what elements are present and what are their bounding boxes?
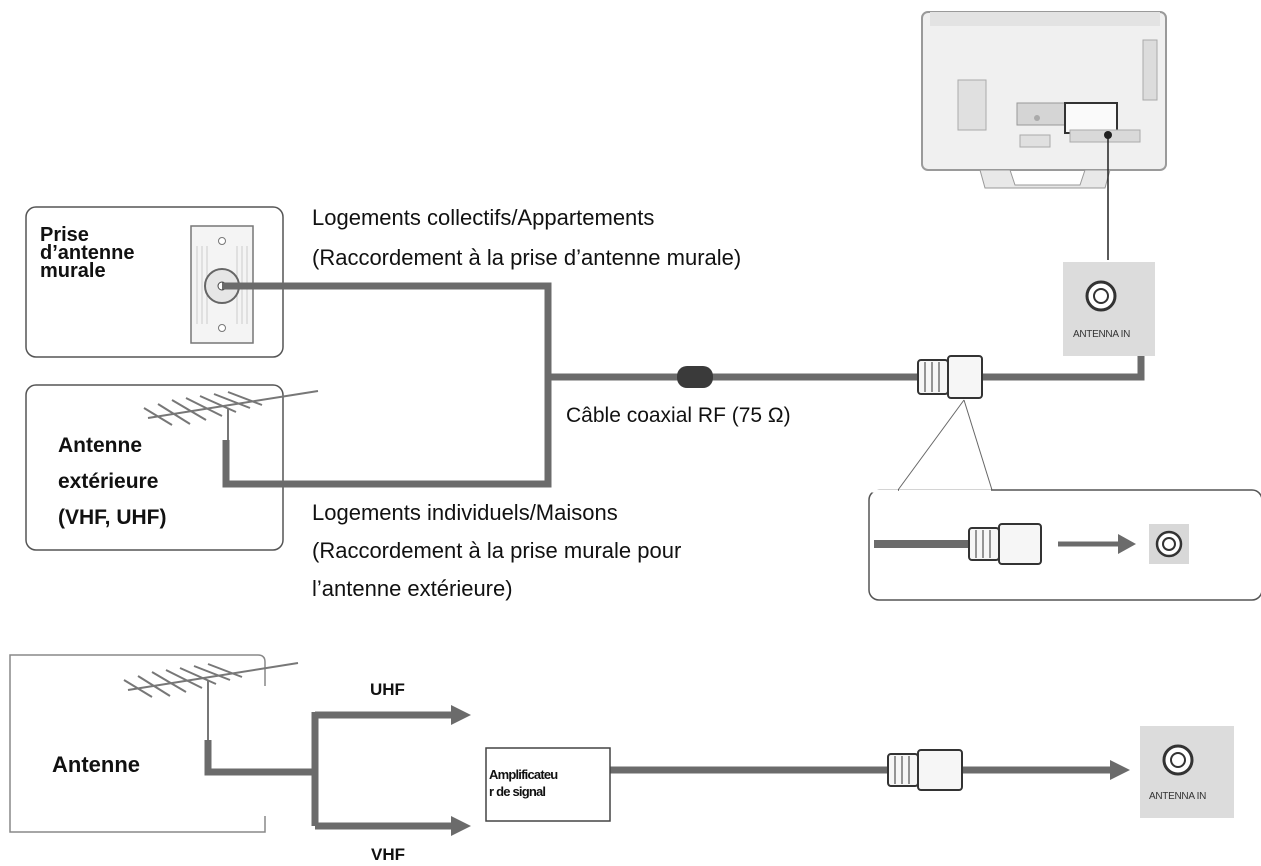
zoom-inset-content	[874, 523, 1189, 565]
tv-rear-view	[921, 11, 1167, 189]
outdoor-antenna-icon	[143, 390, 319, 475]
tv-antenna-port-area	[1064, 102, 1118, 134]
coax-plug-bottom	[887, 749, 963, 791]
signal-amplifier-box	[485, 747, 611, 822]
amplifier-label-line2: r de signal	[489, 784, 546, 799]
collective-caption: Logements collectifs/Appartements (Racco…	[312, 203, 741, 273]
uhf-arrow	[451, 705, 471, 725]
antenna-in-port-top	[1063, 262, 1155, 356]
antenna-in-label-top: ANTENNA IN	[1073, 329, 1131, 340]
uhf-label: UHF	[370, 680, 405, 699]
wall-socket-label-line1: Prise	[40, 224, 89, 246]
amp-antenna-label: Antenne	[52, 752, 140, 777]
outdoor-antenna-label: Antenne extérieure (VHF, UHF)	[58, 428, 167, 536]
antenna-icon-bottom	[123, 662, 299, 745]
antenna-box-bottom	[9, 654, 266, 833]
collective-caption-line1: Logements collectifs/Appartements	[312, 205, 655, 230]
wall-socket-label-line3: murale	[40, 260, 106, 282]
outdoor-antenna-label-line3: (VHF, UHF)	[58, 506, 167, 529]
vhf-label: VHF	[371, 845, 405, 864]
wall-socket-label-line2: d’antenne	[40, 242, 135, 264]
output-arrow	[1110, 760, 1130, 780]
amplifier-label: Amplificateu r de signal	[489, 766, 558, 800]
individual-caption-line2: (Raccordement à la prise murale pour	[312, 538, 682, 563]
individual-caption: Logements individuels/Maisons (Raccordem…	[312, 498, 681, 604]
outdoor-antenna-label-line2: extérieure	[58, 470, 159, 493]
antenna-in-port-bottom	[1140, 726, 1234, 818]
vhf-arrow	[451, 816, 471, 836]
amplifier-cables	[204, 711, 1114, 830]
collective-caption-line2: (Raccordement à la prise d’antenne mural…	[312, 245, 742, 270]
outdoor-antenna-label-line1: Antenne	[58, 434, 142, 457]
antenna-in-label-bottom: ANTENNA IN	[1149, 791, 1207, 802]
individual-caption-line3: l’antenne extérieure)	[312, 576, 513, 601]
amplifier-label-line1: Amplificateu	[489, 767, 558, 782]
ferrite-core	[677, 366, 713, 388]
outdoor-antenna-box	[25, 384, 284, 551]
individual-caption-line1: Logements individuels/Maisons	[312, 500, 618, 525]
cable-label: Câble coaxial RF (75 Ω)	[566, 404, 791, 427]
wall-socket-label: Prise d’antenne murale	[40, 224, 135, 282]
coax-plug	[917, 355, 983, 399]
